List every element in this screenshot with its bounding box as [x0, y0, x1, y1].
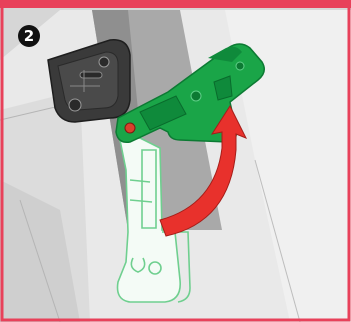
release-button — [125, 123, 135, 133]
frame-top-bar — [0, 0, 351, 8]
step-number: 2 — [24, 27, 34, 45]
step-number-badge: 2 — [18, 25, 40, 47]
